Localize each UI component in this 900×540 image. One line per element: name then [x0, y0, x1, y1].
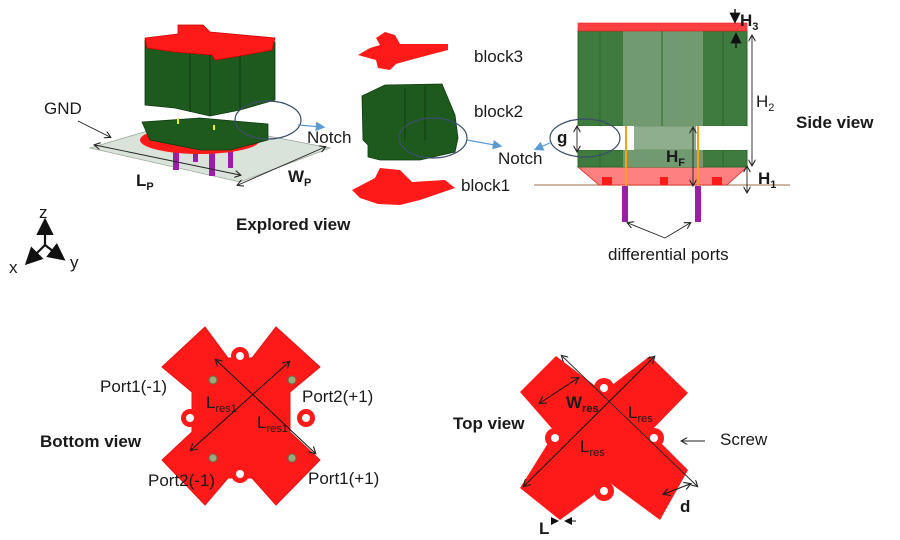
l-label: L: [539, 519, 549, 538]
h3-label: H3: [740, 11, 758, 33]
wp-label: WP: [288, 167, 311, 189]
d-label: d: [680, 497, 690, 516]
wres-label: Wres: [566, 393, 599, 415]
side-view-title: Side view: [796, 113, 874, 132]
port-pin-left: [622, 186, 628, 222]
notch-gap: [578, 126, 634, 150]
block3-side: [577, 22, 748, 32]
port-pin: [209, 152, 215, 176]
port-pad: [287, 453, 297, 463]
explored-view-title: Explored view: [236, 215, 351, 234]
h1-label: H1: [758, 169, 776, 191]
block2-label: block2: [474, 102, 523, 121]
block2-core: [623, 31, 703, 167]
exploded-view: block3 block2 Notch block1: [352, 32, 542, 205]
notch-label-mid: Notch: [498, 149, 542, 168]
axis-triad: z x y: [9, 203, 79, 277]
block1-shape: [352, 168, 455, 205]
bottom-view-title: Bottom view: [40, 432, 142, 451]
port-pin: [228, 150, 233, 168]
port2-neg-label: Port2(-1): [148, 471, 215, 490]
lres1-label-right: Lres1: [257, 413, 288, 435]
notch-highlight: [398, 117, 468, 159]
gnd-label: GND: [44, 99, 82, 118]
hf-label: HF: [666, 147, 685, 169]
g-label: g: [557, 128, 567, 147]
lres1-label-left: Lres1: [206, 393, 237, 415]
lp-label: LP: [136, 171, 154, 193]
port-pad: [208, 375, 218, 385]
notch-highlight: [234, 100, 302, 140]
port-pin-right: [695, 186, 701, 222]
top-view-title: Top view: [453, 414, 525, 433]
block3-shape: [358, 32, 448, 70]
h2-label: H2: [756, 92, 774, 114]
block3-top: [144, 24, 276, 61]
differential-ports-label: differential ports: [608, 245, 729, 264]
block3-label: block3: [474, 47, 523, 66]
axis-z-label: z: [39, 203, 48, 222]
bottom-view: Port1(-1) Port2(+1) Port2(-1) Port1(+1) …: [40, 326, 379, 506]
axis-x-label: x: [9, 258, 18, 277]
port-pad: [208, 453, 218, 463]
top-view: Wres Lres Lres Top view Screw d L: [453, 356, 768, 538]
side-view: H3 H2 HF H1 g Side view differential por…: [533, 9, 874, 264]
assembled-view: GND LP WP Notch Explored view: [44, 24, 351, 234]
block2-shape: [361, 83, 459, 161]
port2-pos-label: Port2(+1): [302, 387, 373, 406]
port-pad: [287, 375, 297, 385]
notch-gap: [696, 126, 747, 150]
notch-label-left: Notch: [307, 128, 351, 147]
port1-neg-label: Port1(-1): [100, 377, 167, 396]
screw-label: Screw: [720, 430, 768, 449]
port1-pos-label: Port1(+1): [308, 469, 379, 488]
axis-y-label: y: [70, 253, 79, 272]
lres-label-right: Lres: [628, 403, 653, 425]
block1-label: block1: [461, 176, 510, 195]
gap-highlight: [549, 118, 621, 158]
lres-label-center: Lres: [580, 437, 605, 459]
